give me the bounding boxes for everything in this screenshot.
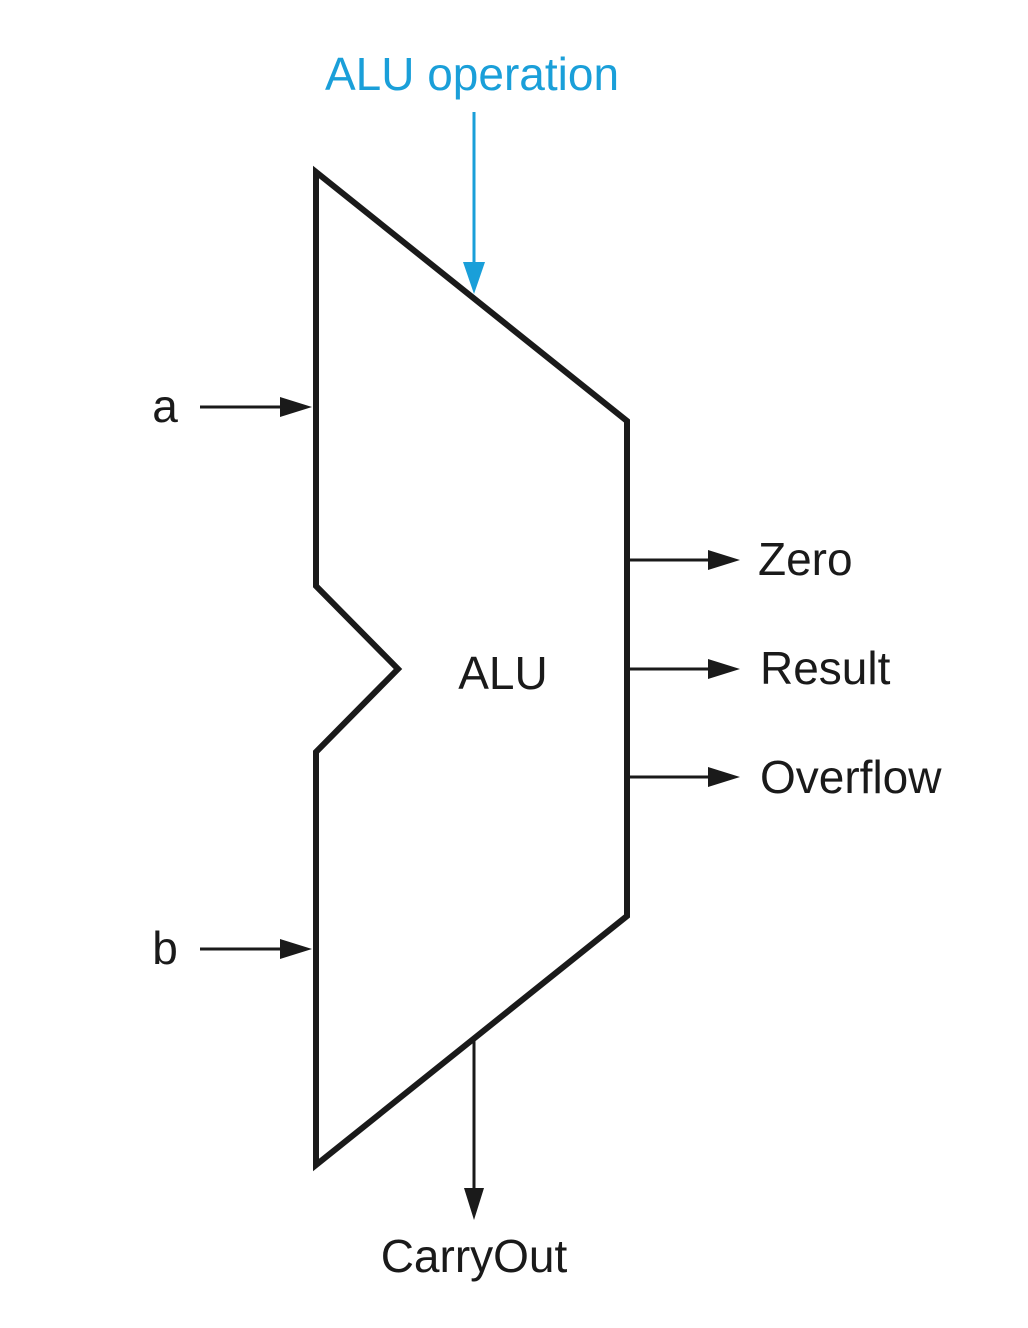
result-output-label: Result	[760, 642, 891, 694]
overflow-output-arrowhead	[708, 767, 740, 787]
alu-operation-arrowhead	[463, 262, 485, 294]
alu-operation-label: ALU operation	[325, 48, 619, 100]
input-a-label: a	[152, 380, 178, 432]
overflow-output-label: Overflow	[760, 751, 942, 803]
carryout-arrowhead	[464, 1188, 484, 1220]
alu-block	[313, 165, 630, 1172]
zero-output-label: Zero	[758, 533, 853, 585]
input-b-arrowhead	[280, 939, 312, 959]
carryout-label: CarryOut	[381, 1230, 568, 1282]
input-a-arrowhead	[280, 397, 312, 417]
zero-output-arrowhead	[708, 550, 740, 570]
result-output-arrowhead	[708, 659, 740, 679]
alu-block-label: ALU	[458, 647, 547, 699]
input-b-label: b	[152, 922, 178, 974]
